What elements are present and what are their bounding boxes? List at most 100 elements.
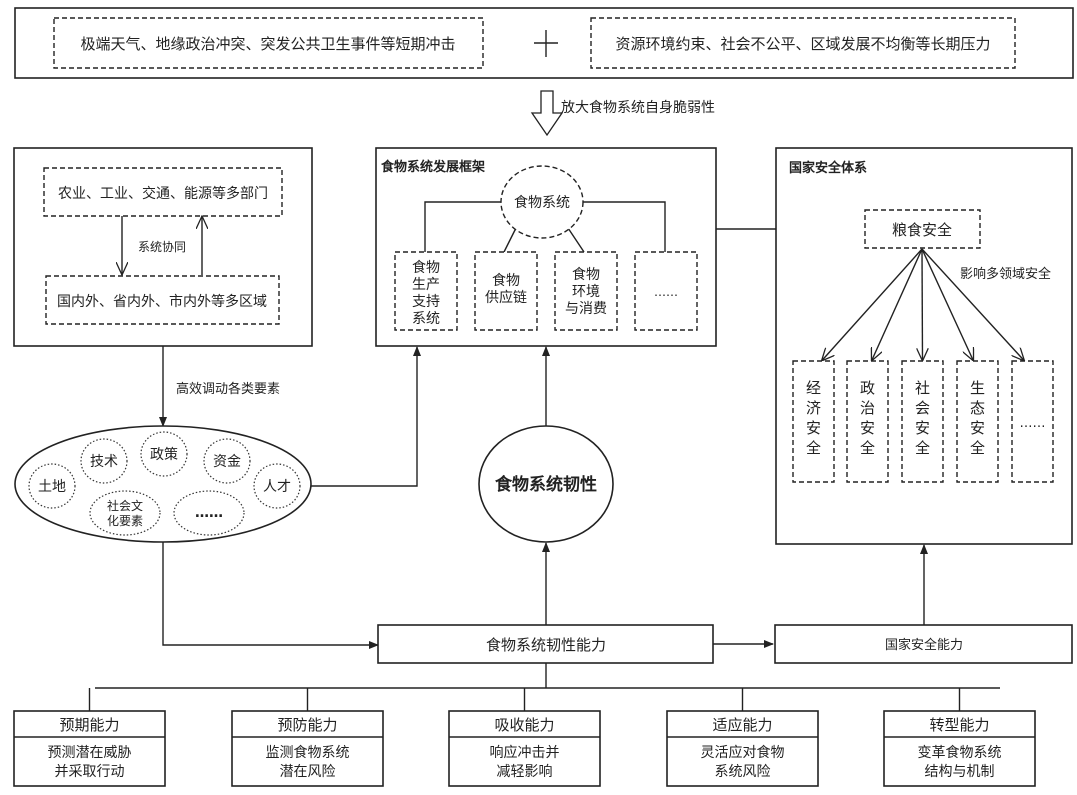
factor-technology-text: 技术 [90, 454, 118, 470]
connector-2 [503, 227, 517, 253]
framework-title: 食物系统发展框架 [381, 159, 485, 175]
security-domain-char: 经 [806, 379, 821, 397]
food-system-text: 食物系统 [514, 194, 570, 211]
factor-talent-text: 人才 [263, 479, 291, 495]
security-domain-char: 政 [860, 379, 875, 397]
capability-types: 预期能力预测潜在威胁并采取行动预防能力监测食物系统潜在风险吸收能力响应冲击并减轻… [13, 688, 1036, 787]
resilience-text: 食物系统韧性 [495, 474, 597, 495]
security-domain-box [846, 360, 889, 483]
factor-land [28, 463, 76, 509]
subsystem-more-text: …… [654, 285, 678, 299]
factor-sociocultural [89, 490, 161, 536]
security-domain-char: 安 [915, 419, 930, 437]
factor-capital-text: 资金 [213, 454, 241, 470]
security-domain-text: …… [1020, 416, 1046, 431]
factor-more [173, 490, 245, 536]
coordination-panel: 农业、工业、交通、能源等多部门 系统协同 国内外、省内外、市内外等多区域 [13, 147, 313, 347]
security-domain-char: 社 [915, 379, 930, 397]
subsystem-production-line-4: 系统 [412, 311, 440, 327]
capability-card-frame [883, 710, 1036, 787]
regions-box [45, 275, 280, 325]
domain-arrows [822, 248, 1025, 361]
capability-title: 预期能力 [59, 716, 119, 734]
influence-label: 影响多领域安全 [960, 266, 1051, 282]
influence-arrow [822, 248, 923, 361]
security-domain-box [956, 360, 999, 483]
food-system-framework-panel: 食物系统发展框架 食物系统 食物 生产 支持 系统 食物 供应链 食物 环境 与… [375, 147, 717, 347]
sectors-text: 农业、工业、交通、能源等多部门 [58, 185, 268, 202]
regions-text: 国内外、省内外、市内外等多区域 [57, 293, 267, 310]
resilience-capability-text: 食物系统韧性能力 [486, 636, 606, 654]
capability-desc-line-2: 系统风险 [715, 764, 771, 780]
influence-arrow [921, 248, 1025, 361]
factor-sociocultural-text-1: 社会文 [107, 498, 143, 513]
capability-card-frame [231, 710, 384, 787]
capability-desc-line-1: 灵活应对食物 [701, 744, 785, 761]
amplify-vulnerability-label: 放大食物系统自身脆弱性 [561, 99, 715, 116]
subsystem-more [634, 251, 698, 331]
security-domain-char: 安 [970, 419, 985, 437]
national-security-panel: 国家安全体系 粮食安全 影响多领域安全 经济安全政治安全社会安全生态安全…… [775, 147, 1073, 545]
connector-4 [582, 201, 666, 252]
factors-to-capability-arrow [162, 542, 379, 649]
subsystem-environment-line-3: 与消费 [565, 301, 607, 317]
factor-policy [140, 431, 188, 477]
grain-security-box [864, 209, 981, 249]
top-pressures-panel: 极端天气、地缘政治冲突、突发公共卫生事件等短期冲击 资源环境约束、社会不公平、区… [14, 7, 1074, 79]
security-domain-char: 全 [806, 439, 821, 457]
security-panel-frame [775, 147, 1073, 545]
grain-security-text: 粮食安全 [892, 221, 952, 239]
factor-sociocultural-text-2: 化要素 [107, 514, 143, 528]
subsystem-environment-line-2: 环境 [572, 284, 600, 300]
short-term-shocks-box [53, 17, 484, 69]
subsystem-environment-consumption [554, 251, 618, 331]
influence-arrow [872, 248, 923, 361]
capability-title: 吸收能力 [494, 716, 554, 734]
capability-desc-line-2: 潜在风险 [280, 764, 336, 780]
food-system-circle [500, 165, 584, 239]
national-security-capability-text: 国家安全能力 [885, 637, 963, 653]
factor-capital [203, 438, 251, 484]
mobilize-label: 高效调动各类要素 [176, 381, 280, 397]
security-domain-char: 全 [860, 439, 875, 457]
capability-desc-line-1: 变革食物系统 [918, 744, 1002, 761]
security-title: 国家安全体系 [789, 160, 867, 176]
capability-title: 转型能力 [929, 716, 989, 734]
subsystem-environment-line-1: 食物 [572, 266, 600, 283]
security-domain-char: 治 [860, 399, 875, 417]
security-domain-char: 会 [915, 399, 930, 417]
security-domain-box [792, 360, 835, 483]
subsystem-production-line-3: 支持 [412, 294, 440, 310]
resilience-capability-box [377, 624, 714, 664]
connector-3 [567, 227, 585, 253]
capability-desc-line-2: 并采取行动 [55, 764, 125, 780]
security-domain-box [1011, 360, 1054, 483]
security-domain-char: 安 [860, 419, 875, 437]
capability-desc-line-2: 减轻影响 [497, 764, 553, 780]
subsystem-production-line-2: 生产 [412, 277, 440, 293]
national-security-capability-box [774, 624, 1073, 664]
short-term-shocks-text: 极端天气、地缘政治冲突、突发公共卫生事件等短期冲击 [80, 35, 455, 53]
hollow-down-arrow-icon [530, 90, 564, 137]
connector-1 [424, 201, 502, 252]
security-domains: 经济安全政治安全社会安全生态安全…… [792, 360, 1054, 483]
influence-arrow [921, 248, 974, 361]
influence-arrow [922, 248, 923, 361]
factor-more-text: …… [195, 505, 223, 521]
subsystem-supply-chain-line-2: 供应链 [485, 289, 527, 306]
subsystem-supply-chain [474, 251, 538, 331]
capability-title: 预防能力 [277, 716, 337, 734]
long-term-pressure-box [590, 17, 1016, 69]
subsystem-production-line-1: 食物 [412, 259, 440, 276]
factors-to-framework-arrow [311, 346, 421, 487]
capability-desc-line-1: 监测食物系统 [266, 744, 350, 761]
security-domain-char: 态 [970, 399, 985, 417]
security-domain-char: 全 [970, 439, 985, 457]
coordination-label: 系统协同 [138, 239, 186, 254]
